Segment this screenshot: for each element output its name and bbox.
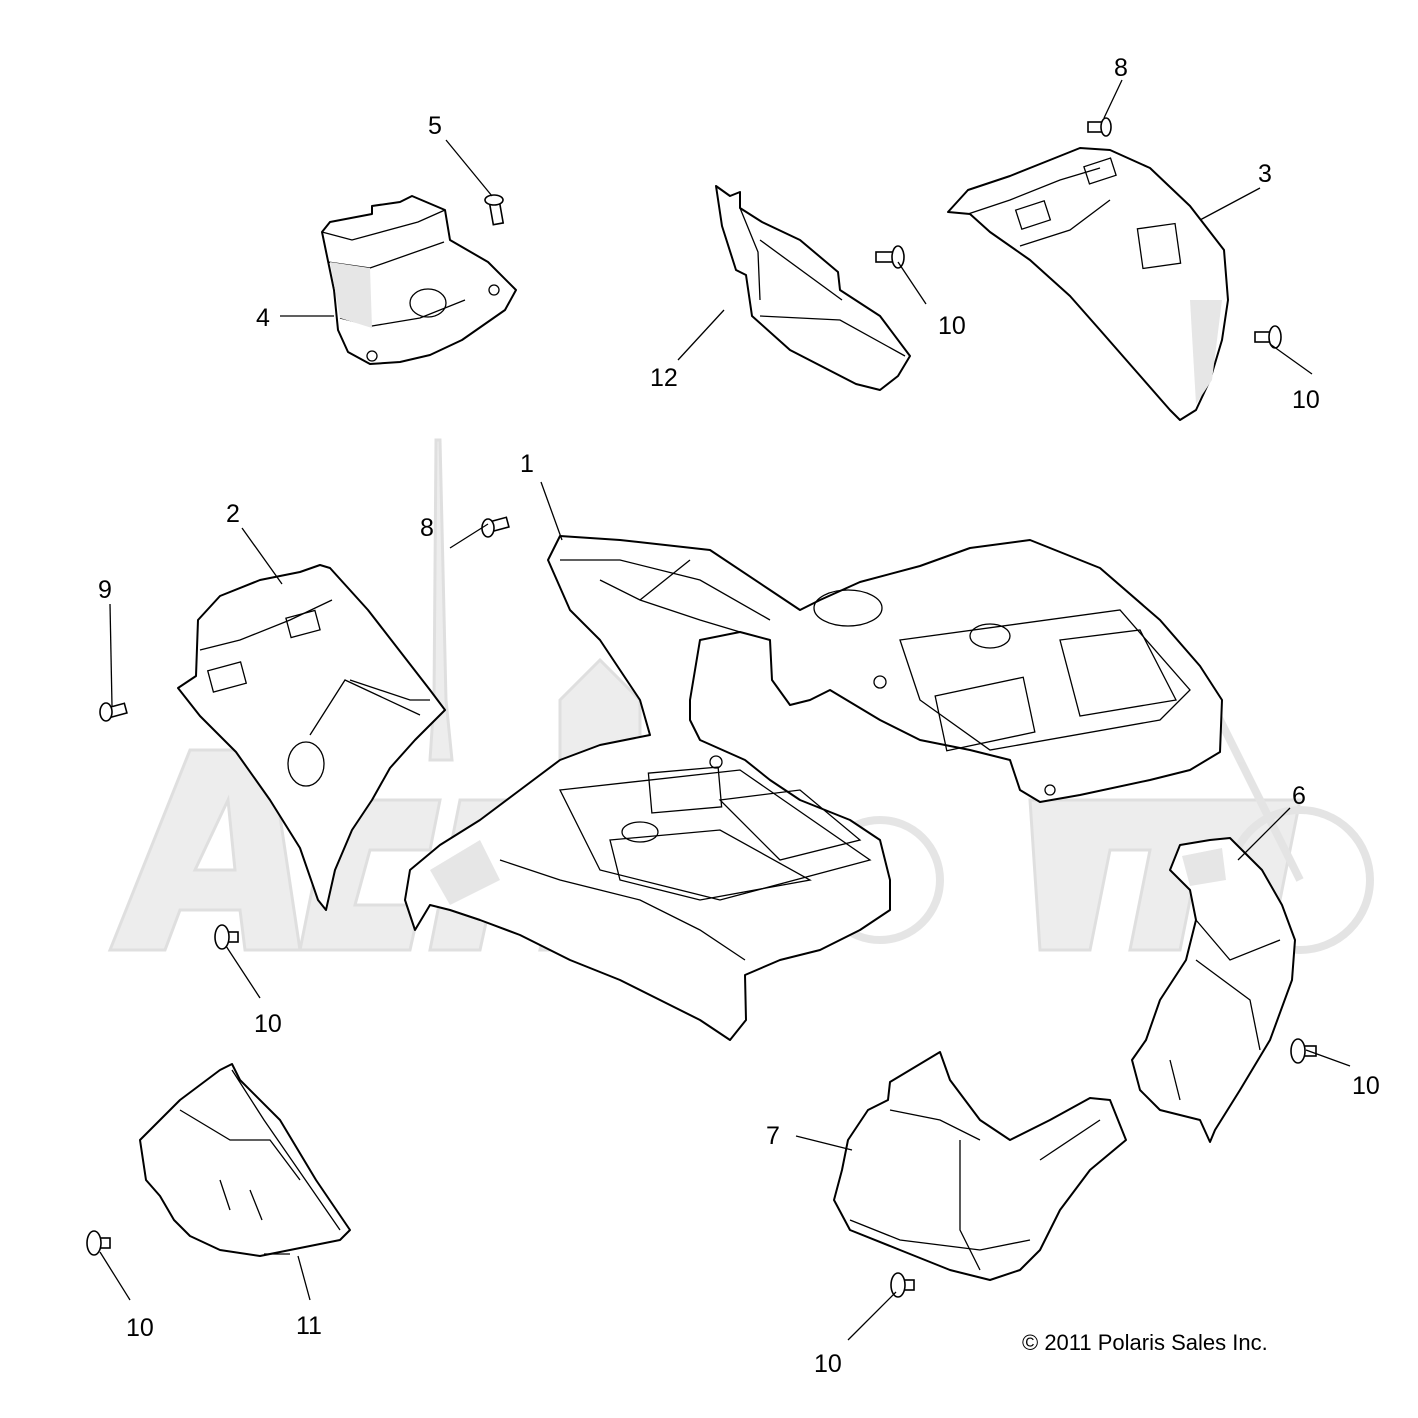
fastener-10-icon bbox=[875, 245, 905, 269]
part-12-panel bbox=[715, 185, 911, 391]
callout-10: 10 bbox=[938, 312, 966, 340]
fastener-10-icon bbox=[214, 924, 239, 950]
callout-1: 1 bbox=[520, 450, 534, 478]
callout-10: 10 bbox=[1292, 386, 1320, 414]
fastener-8-icon bbox=[481, 516, 510, 538]
callout-3: 3 bbox=[1258, 160, 1272, 188]
callout-4: 4 bbox=[256, 304, 270, 332]
fastener-10-icon bbox=[890, 1272, 915, 1298]
callout-10: 10 bbox=[254, 1010, 282, 1038]
callout-7: 7 bbox=[766, 1122, 780, 1150]
part-4-cover bbox=[321, 195, 517, 365]
callout-11: 11 bbox=[296, 1312, 322, 1340]
fastener-10-icon bbox=[1254, 325, 1282, 349]
callout-5: 5 bbox=[428, 112, 442, 140]
callout-6: 6 bbox=[1292, 782, 1306, 810]
fastener-9-icon bbox=[99, 702, 128, 722]
fastener-5-icon bbox=[484, 194, 505, 226]
callout-8: 8 bbox=[420, 514, 434, 542]
callout-9: 9 bbox=[98, 576, 112, 604]
part-6-panel bbox=[1131, 837, 1296, 1143]
fastener-10-icon bbox=[1290, 1038, 1317, 1064]
callout-12: 12 bbox=[650, 364, 678, 392]
part-7-panel bbox=[833, 1051, 1127, 1281]
fastener-10-icon bbox=[86, 1230, 111, 1256]
fastener-8-top-icon bbox=[1087, 117, 1112, 137]
part-2-panel bbox=[177, 564, 446, 911]
copyright-text: © 2011 Polaris Sales Inc. bbox=[1022, 1330, 1268, 1355]
part-3-panel bbox=[947, 147, 1229, 421]
callout-10: 10 bbox=[1352, 1072, 1380, 1100]
callout-10: 10 bbox=[126, 1314, 154, 1342]
leader-lines bbox=[99, 79, 1351, 1341]
part-11-panel bbox=[139, 1063, 351, 1257]
callout-8-top: 8 bbox=[1114, 54, 1128, 82]
part-1-rear-rack bbox=[404, 535, 1223, 1041]
callout-10: 10 bbox=[814, 1350, 842, 1378]
callout-2: 2 bbox=[226, 500, 240, 528]
